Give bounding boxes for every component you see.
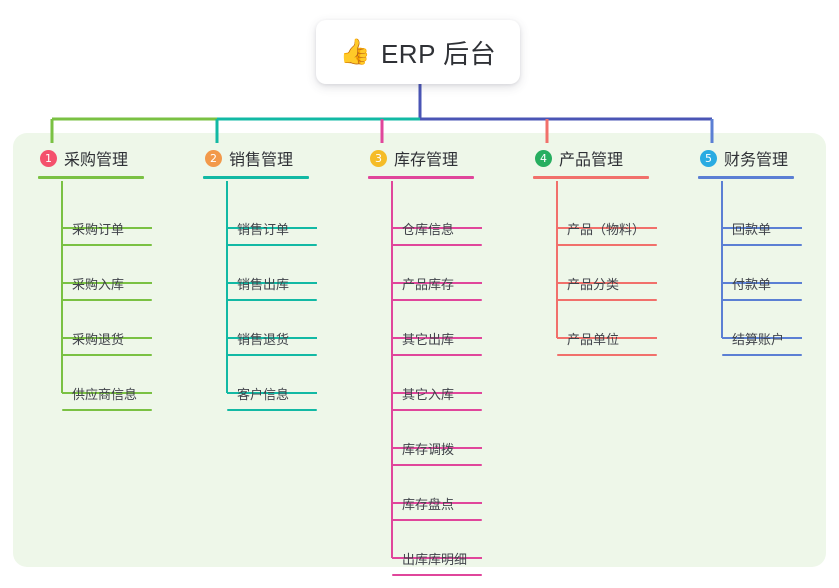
branch-title: 销售管理 <box>229 152 294 169</box>
leaf-node[interactable]: 采购退货 <box>62 329 152 356</box>
leaf-label: 产品单位 <box>567 332 620 347</box>
leaf-rule <box>392 574 482 576</box>
leaf-rule <box>392 409 482 411</box>
branch-header-rule <box>533 176 649 179</box>
leaf-rule <box>722 354 802 356</box>
leaf-rule <box>62 409 152 411</box>
leaf-rule <box>557 354 657 356</box>
leaf-label: 产品分类 <box>567 277 620 292</box>
root-node[interactable]: 👍 ERP 后台 <box>316 20 520 84</box>
branch-title: 采购管理 <box>64 152 129 169</box>
leaf-label: 出库库明细 <box>402 552 468 567</box>
leaf-rule <box>62 244 152 246</box>
leaf-list: 仓库信息产品库存其它出库其它入库库存调拨库存盘点出库库明细 <box>368 179 532 576</box>
leaf-node[interactable]: 销售退货 <box>227 329 317 356</box>
branch-column-3: 3 库存管理仓库信息产品库存其它出库其它入库库存调拨库存盘点出库库明细 <box>368 146 532 576</box>
leaf-label: 采购入库 <box>72 277 125 292</box>
branch-number-badge: 3 <box>370 149 387 167</box>
diagram-panel <box>13 133 826 567</box>
branch-title: 库存管理 <box>394 152 459 169</box>
leaf-label: 库存盘点 <box>402 497 455 512</box>
leaf-list: 产品（物料） 产品分类产品单位 <box>533 179 707 356</box>
branch-header-5[interactable]: 5 财务管理 <box>698 146 839 170</box>
branch-header-4[interactable]: 4 产品管理 <box>533 146 707 170</box>
leaf-node[interactable]: 采购入库 <box>62 274 152 301</box>
leaf-rule <box>392 519 482 521</box>
leaf-label: 产品库存 <box>402 277 455 292</box>
leaf-rule <box>392 464 482 466</box>
leaf-label: 其它出库 <box>402 332 455 347</box>
branch-column-2: 2 销售管理销售订单销售出库销售退货客户信息 <box>203 146 367 411</box>
leaf-label: 仓库信息 <box>402 222 455 237</box>
leaf-label: 销售退货 <box>237 332 290 347</box>
branch-header-rule <box>698 176 794 179</box>
branch-header-1[interactable]: 1 采购管理 <box>38 146 202 170</box>
leaf-label: 产品（物料） <box>567 222 646 237</box>
branch-number-badge: 2 <box>205 149 222 167</box>
leaf-node[interactable]: 其它出库 <box>392 329 482 356</box>
leaf-label: 回款单 <box>732 222 772 237</box>
leaf-rule <box>227 299 317 301</box>
leaf-node[interactable]: 出库库明细 <box>392 549 482 576</box>
leaf-node[interactable]: 销售出库 <box>227 274 317 301</box>
leaf-label: 付款单 <box>732 277 772 292</box>
leaf-rule <box>722 299 802 301</box>
leaf-label: 供应商信息 <box>72 387 138 402</box>
branch-column-1: 1 采购管理采购订单采购入库采购退货供应商信息 <box>38 146 202 411</box>
leaf-rule <box>392 299 482 301</box>
branch-number-badge: 1 <box>40 149 57 167</box>
leaf-node[interactable]: 付款单 <box>722 274 802 301</box>
leaf-rule <box>557 299 657 301</box>
leaf-label: 结算账户 <box>732 332 785 347</box>
leaf-list: 回款单付款单结算账户 <box>698 179 839 356</box>
leaf-list: 采购订单采购入库采购退货供应商信息 <box>38 179 202 411</box>
branch-header-3[interactable]: 3 库存管理 <box>368 146 532 170</box>
leaf-label: 采购退货 <box>72 332 125 347</box>
leaf-label: 采购订单 <box>72 222 125 237</box>
branch-header-rule <box>203 176 309 179</box>
leaf-label: 库存调拨 <box>402 442 455 457</box>
leaf-rule <box>62 354 152 356</box>
branch-header-2[interactable]: 2 销售管理 <box>203 146 367 170</box>
leaf-label: 销售订单 <box>237 222 290 237</box>
leaf-node[interactable]: 其它入库 <box>392 384 482 411</box>
branch-number-badge: 4 <box>535 149 552 167</box>
root-node-title: ERP 后台 <box>380 38 497 69</box>
branch-title: 财务管理 <box>724 152 789 169</box>
leaf-node[interactable]: 仓库信息 <box>392 219 482 246</box>
leaf-rule <box>227 354 317 356</box>
root-node-content: 👍 ERP 后台 <box>340 34 496 71</box>
branch-column-4: 4 产品管理产品（物料） 产品分类产品单位 <box>533 146 707 356</box>
leaf-rule <box>557 244 657 246</box>
leaf-node[interactable]: 销售订单 <box>227 219 317 246</box>
leaf-node[interactable]: 产品（物料） <box>557 219 657 246</box>
leaf-label: 其它入库 <box>402 387 455 402</box>
leaf-rule <box>392 354 482 356</box>
leaf-node[interactable]: 结算账户 <box>722 329 802 356</box>
leaf-list: 销售订单销售出库销售退货客户信息 <box>203 179 367 411</box>
leaf-rule <box>722 244 802 246</box>
leaf-node[interactable]: 客户信息 <box>227 384 317 411</box>
leaf-node[interactable]: 产品库存 <box>392 274 482 301</box>
leaf-node[interactable]: 产品单位 <box>557 329 657 356</box>
leaf-rule <box>227 409 317 411</box>
branch-title: 产品管理 <box>559 152 624 169</box>
leaf-rule <box>62 299 152 301</box>
branch-header-rule <box>38 176 144 179</box>
leaf-rule <box>227 244 317 246</box>
branch-header-rule <box>368 176 474 179</box>
leaf-node[interactable]: 回款单 <box>722 219 802 246</box>
leaf-node[interactable]: 库存调拨 <box>392 439 482 466</box>
branch-number-badge: 5 <box>700 149 717 167</box>
leaf-node[interactable]: 供应商信息 <box>62 384 152 411</box>
leaf-node[interactable]: 库存盘点 <box>392 494 482 521</box>
leaf-node[interactable]: 产品分类 <box>557 274 657 301</box>
thumbs-up-icon: 👍 <box>339 37 371 66</box>
leaf-node[interactable]: 采购订单 <box>62 219 152 246</box>
leaf-label: 客户信息 <box>237 387 290 402</box>
branch-column-5: 5 财务管理回款单付款单结算账户 <box>698 146 839 356</box>
leaf-label: 销售出库 <box>237 277 290 292</box>
leaf-rule <box>392 244 482 246</box>
